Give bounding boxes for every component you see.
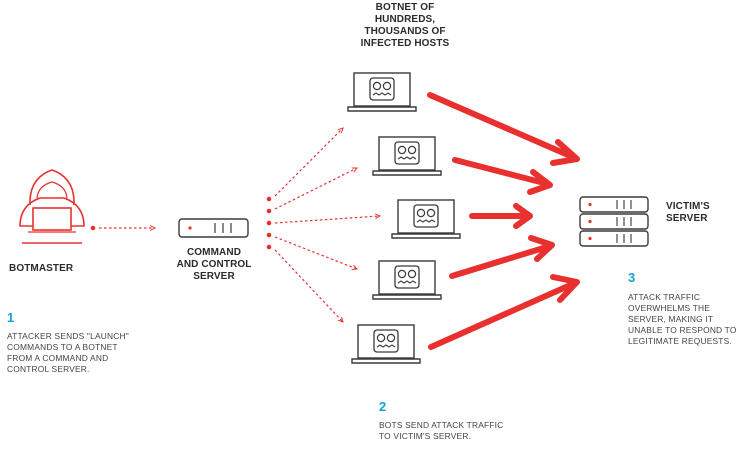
- step-3-line: ATTACK TRAFFIC: [628, 292, 701, 302]
- step-2-line: BOTS SEND ATTACK TRAFFIC: [379, 420, 504, 430]
- victim-label-line: SERVER: [666, 213, 708, 224]
- step-3-line: LEGITIMATE REQUESTS.: [628, 336, 732, 346]
- victim-server-stack-icon: [579, 196, 649, 247]
- botnet-label-line: THOUSANDS OF: [364, 26, 446, 37]
- infected-laptop-icon: [351, 324, 421, 364]
- cnc-label-line: SERVER: [193, 271, 235, 282]
- step-1-line: CONTROL SERVER.: [7, 364, 90, 374]
- step-2-line: TO VICTIM'S SERVER.: [379, 431, 472, 441]
- step-3-description: ATTACK TRAFFIC OVERWHELMS THE SERVER, MA…: [628, 292, 737, 347]
- infected-laptop-icon: [391, 199, 461, 239]
- step-2-description: BOTS SEND ATTACK TRAFFIC TO VICTIM'S SER…: [379, 420, 503, 442]
- botnet-label-line: HUNDREDS,: [374, 14, 436, 25]
- botnet-label: BOTNET OF HUNDREDS, THOUSANDS OF INFECTE…: [355, 2, 455, 50]
- botmaster-icon: [19, 169, 85, 244]
- step-1-line: ATTACKER SENDS "LAUNCH": [7, 331, 129, 341]
- cnc-label-line: COMMAND: [186, 247, 242, 258]
- botnet-label-line: BOTNET OF: [375, 2, 435, 13]
- command-arrow: [90, 226, 155, 231]
- victim-label-line: VICTIM'S: [666, 201, 710, 212]
- infected-laptop-icon: [372, 260, 442, 300]
- step-1-description: ATTACKER SENDS "LAUNCH" COMMANDS TO A BO…: [7, 331, 129, 375]
- step-1-number: 1: [7, 310, 15, 325]
- infected-laptop-icon: [372, 136, 442, 176]
- attack-traffic-arrows: [427, 92, 580, 350]
- infected-laptop-icon: [347, 72, 417, 112]
- cnc-server-icon: [178, 218, 249, 238]
- command-fanout: [266, 128, 380, 322]
- cnc-server-label: COMMAND AND CONTROL SERVER: [160, 247, 268, 283]
- botmaster-label-text: BOTMASTER: [9, 263, 74, 274]
- cnc-label-line: AND CONTROL: [176, 259, 252, 270]
- botmaster-label: BOTMASTER: [9, 263, 73, 275]
- step-1-line: FROM A COMMAND AND: [7, 353, 109, 363]
- step-2-number: 2: [379, 399, 387, 414]
- victim-server-label: VICTIM'S SERVER: [666, 201, 710, 225]
- botnet-label-line: INFECTED HOSTS: [360, 38, 450, 49]
- step-3-number: 3: [628, 270, 636, 285]
- step-3-line: SERVER, MAKING IT: [628, 314, 714, 324]
- step-3-line: OVERWHELMS THE: [628, 303, 711, 313]
- step-3-line: UNABLE TO RESPOND TO: [628, 325, 737, 335]
- step-1-line: COMMANDS TO A BOTNET: [7, 342, 118, 352]
